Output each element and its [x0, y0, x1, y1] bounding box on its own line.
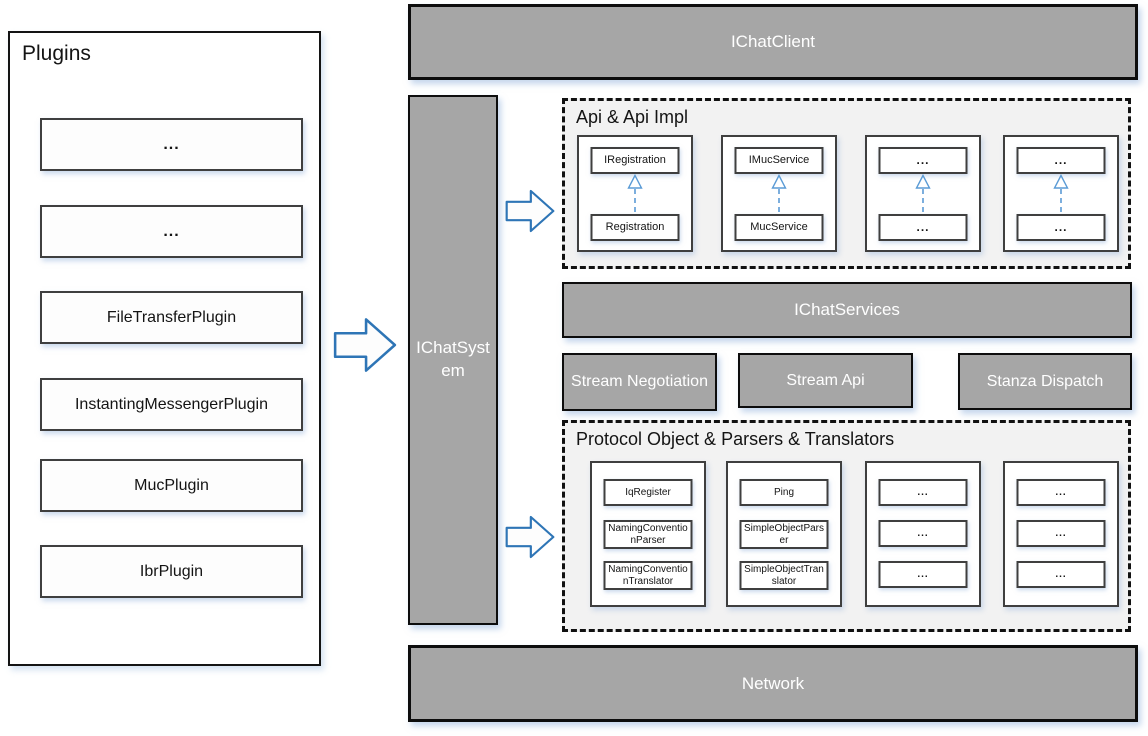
impl-box: ...	[878, 214, 968, 241]
protocol-section-title: Protocol Object & Parsers & Translators	[576, 429, 895, 449]
network-label: Network	[741, 673, 805, 693]
block-arrow-icon	[505, 515, 555, 559]
api-group-mucservice: IMucService MucService	[721, 135, 837, 252]
ichatservices-label: IChatServices	[794, 300, 900, 319]
plugins-panel-title: Plugins	[22, 42, 91, 65]
parser-box: ...	[878, 520, 968, 547]
stanza-dispatch-label: Stanza Dispatch	[986, 372, 1104, 390]
protocol-group-ping: Ping SimpleObjectParser SimpleObjectTran…	[726, 461, 842, 607]
protocol-section-panel: Protocol Object & Parsers & Translators …	[562, 420, 1131, 632]
api-section-panel: Api & Api Impl IRegistration Registratio…	[562, 98, 1131, 269]
protocol-object-box: Ping	[739, 479, 829, 506]
api-group-registration: IRegistration Registration	[577, 135, 693, 252]
impl-box: MucService	[734, 214, 824, 241]
translator-box: ...	[878, 561, 968, 588]
plugin-item-filetransfer: FileTransferPlugin	[40, 291, 303, 344]
ichatservices-bar: IChatServices	[562, 282, 1132, 338]
impl-box: ...	[1016, 214, 1106, 241]
parser-box: SimpleObjectParser	[739, 520, 829, 549]
realization-arrow-icon	[771, 174, 787, 213]
plugin-item-ellipsis-2: ...	[40, 205, 303, 258]
api-group-ellipsis-1: ... ...	[865, 135, 981, 252]
interface-box: IMucService	[734, 147, 824, 174]
plugins-panel: Plugins ... ... FileTransferPlugin Insta…	[8, 31, 321, 666]
translator-box: SimpleObjectTranslator	[739, 561, 829, 590]
ichatsystem-bar: IChatSystem	[408, 95, 498, 625]
api-section-title: Api & Api Impl	[576, 107, 689, 127]
network-bar: Network	[408, 645, 1138, 722]
plugin-item-instantingmessenger: InstantingMessengerPlugin	[40, 378, 303, 431]
protocol-object-box: IqRegister	[603, 479, 693, 506]
ichatsystem-label: IChatSystem	[416, 338, 490, 380]
stream-negotiation-label: Stream Negotiation	[571, 373, 708, 390]
stream-negotiation-box: Stream Negotiation	[562, 353, 717, 411]
ichatclient-label: IChatClient	[730, 32, 816, 51]
realization-arrow-icon	[1053, 174, 1069, 213]
plugin-item-ibr: IbrPlugin	[40, 545, 303, 598]
impl-box: Registration	[590, 214, 680, 241]
plugin-item-muc: MucPlugin	[40, 459, 303, 512]
stream-api-label: Stream Api	[786, 371, 865, 389]
block-arrow-icon	[505, 189, 555, 233]
parser-box: ...	[1016, 520, 1106, 547]
interface-box: IRegistration	[590, 147, 680, 174]
stream-api-box: Stream Api	[738, 353, 913, 408]
api-group-ellipsis-2: ... ...	[1003, 135, 1119, 252]
protocol-group-register: IqRegister NamingConventionParser Naming…	[590, 461, 706, 607]
block-arrow-icon	[333, 318, 397, 372]
translator-box: NamingConventionTranslator	[603, 561, 693, 590]
realization-arrow-icon	[627, 174, 643, 213]
plugin-item-ellipsis-1: ...	[40, 118, 303, 171]
protocol-object-box: ...	[878, 479, 968, 506]
interface-box: ...	[878, 147, 968, 174]
ichatclient-bar: IChatClient	[408, 4, 1138, 80]
parser-box: NamingConventionParser	[603, 520, 693, 549]
stanza-dispatch-box: Stanza Dispatch	[958, 353, 1132, 410]
interface-box: ...	[1016, 147, 1106, 174]
protocol-object-box: ...	[1016, 479, 1106, 506]
realization-arrow-icon	[915, 174, 931, 213]
protocol-group-ellipsis-1: ... ... ...	[865, 461, 981, 607]
translator-box: ...	[1016, 561, 1106, 588]
protocol-group-ellipsis-2: ... ... ...	[1003, 461, 1119, 607]
